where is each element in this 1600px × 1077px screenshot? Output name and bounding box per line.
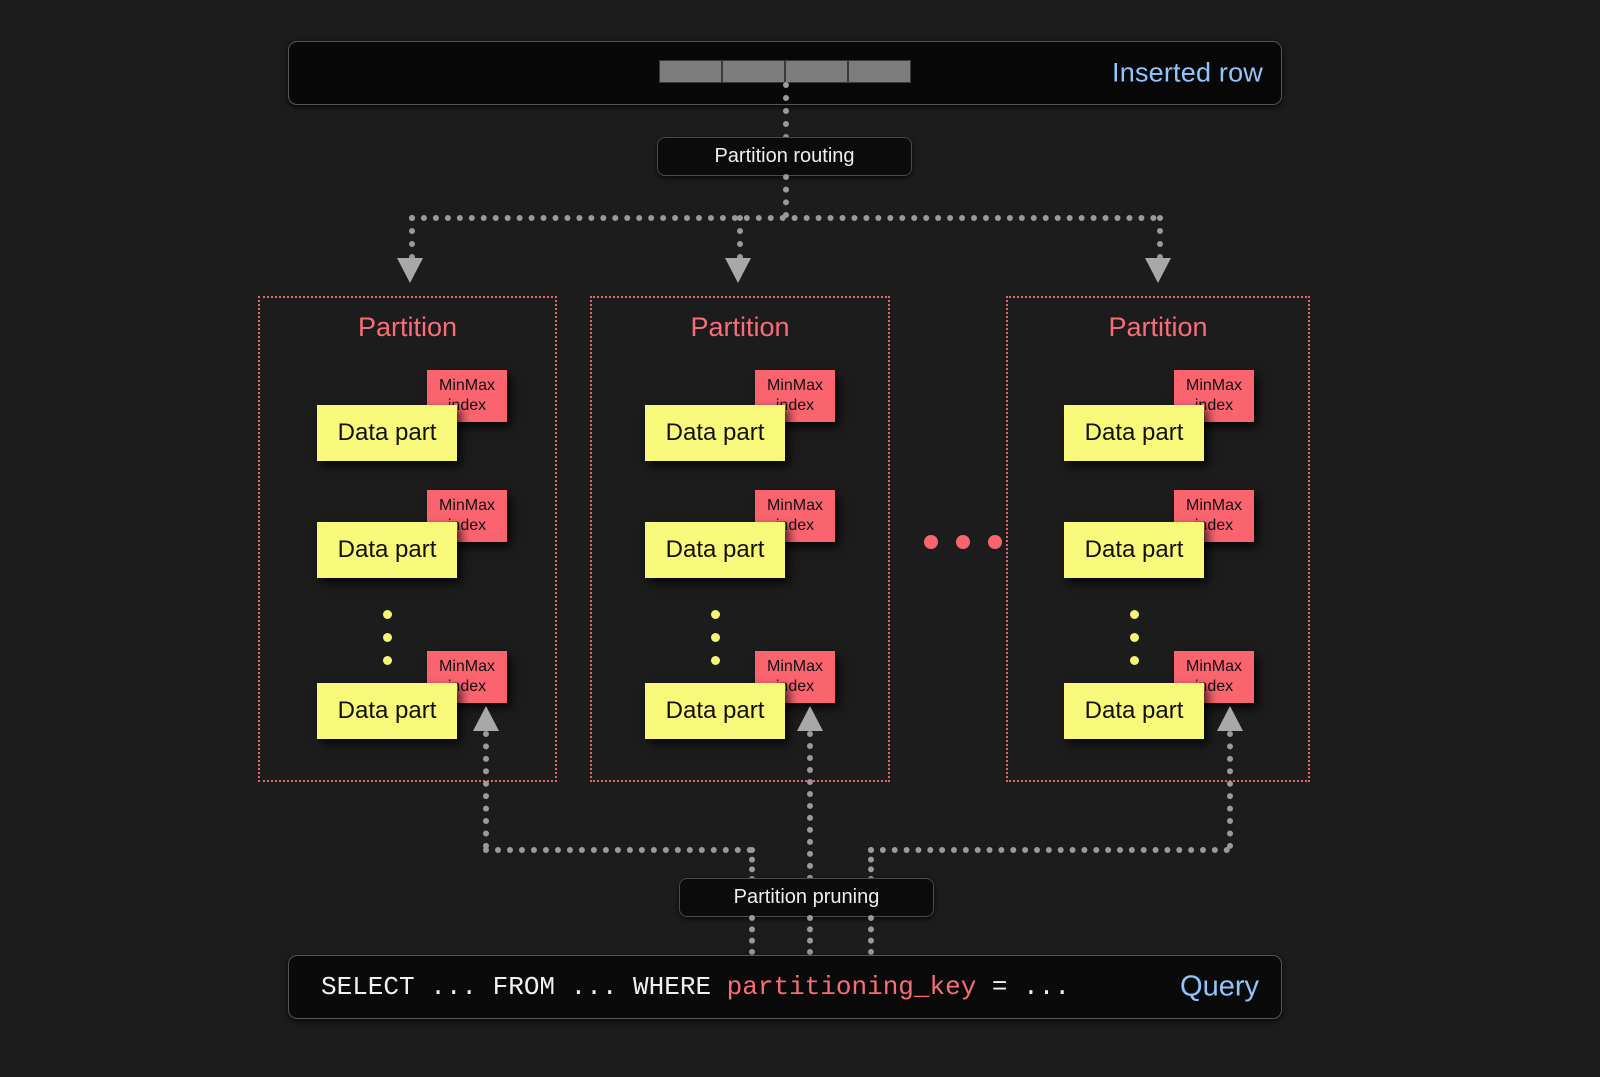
partition-routing-box[interactable]: Partition routing (657, 137, 912, 176)
minmax-index-label: MinMax index (1185, 497, 1242, 534)
arrowhead-from-partition-3 (1217, 706, 1243, 731)
ellipsis-dot (1130, 610, 1139, 619)
data-part-ellipsis (711, 610, 720, 679)
data-part-box: Data part (317, 683, 457, 739)
connector-prune-bus-right (868, 847, 1230, 853)
connector-partition1-up (483, 731, 489, 849)
minmax-index-label: MinMax index (1185, 377, 1242, 414)
minmax-index-label: MinMax index (1185, 658, 1242, 695)
connector-fanout-left (409, 215, 415, 260)
arrowhead-to-partition-3 (1145, 258, 1171, 283)
partition-box-3[interactable]: Partition MinMax index Data part MinMax … (1006, 296, 1310, 782)
ellipsis-dot (711, 610, 720, 619)
partition-pruning-label: Partition pruning (733, 886, 880, 908)
data-part-ellipsis (1130, 610, 1139, 679)
ellipsis-dot (711, 656, 720, 665)
minmax-index-label: MinMax index (766, 497, 823, 534)
minmax-index-label: MinMax index (438, 377, 495, 414)
sql-suffix: = ... (976, 972, 1070, 1002)
minmax-index-label: MinMax index (438, 658, 495, 695)
ellipsis-dot (924, 535, 938, 549)
connector-prune-right-down (868, 847, 874, 882)
row-cell (848, 60, 911, 83)
connector-fanout-mid (737, 215, 743, 260)
inserted-row-cells (659, 60, 911, 83)
data-part-box: Data part (1064, 405, 1204, 461)
partition-pruning-box[interactable]: Partition pruning (679, 878, 934, 917)
minmax-index-label: MinMax index (766, 377, 823, 414)
partition-title: Partition (1108, 312, 1208, 342)
inserted-row-label: Inserted row (1112, 57, 1263, 88)
sql-prefix: SELECT ... FROM ... WHERE (321, 972, 727, 1002)
connector-fanout-right (1157, 215, 1163, 260)
data-part-box: Data part (317, 405, 457, 461)
ellipsis-dot (383, 656, 392, 665)
data-part-ellipsis (383, 610, 392, 679)
connector-prune-left-down (749, 847, 755, 882)
connector-pruning-to-query-right (868, 915, 874, 955)
connector-pruning-to-query-left (749, 915, 755, 955)
connector-fanout-bus (409, 215, 1157, 221)
row-cell (785, 60, 848, 83)
query-label: Query (1180, 970, 1259, 1003)
partition-title: Partition (690, 312, 790, 342)
sql-partitioning-key: partitioning_key (726, 972, 977, 1002)
data-part-box: Data part (317, 522, 457, 578)
connector-prune-bus-left (483, 847, 753, 853)
arrowhead-from-partition-1 (473, 706, 499, 731)
ellipsis-dot (1130, 656, 1139, 665)
connector-pruning-to-query-mid (807, 915, 813, 955)
row-cell (659, 60, 722, 83)
ellipsis-dot (956, 535, 970, 549)
minmax-index-label: MinMax index (438, 497, 495, 534)
query-sql-text: SELECT ... FROM ... WHERE partitioning_k… (321, 972, 1070, 1002)
connector-routing-down (783, 174, 789, 218)
arrowhead-to-partition-1 (397, 258, 423, 283)
data-part-box: Data part (645, 522, 785, 578)
ellipsis-dot (383, 633, 392, 642)
connector-partition3-up (1227, 731, 1233, 849)
row-cell (722, 60, 785, 83)
data-part-box: Data part (1064, 522, 1204, 578)
partition-routing-label: Partition routing (714, 145, 855, 167)
partition-box-1[interactable]: Partition MinMax index Data part MinMax … (258, 296, 557, 782)
minmax-index-box: MinMax index (1174, 651, 1254, 703)
connector-partition2-up (807, 731, 813, 881)
data-part-box: Data part (1064, 683, 1204, 739)
partition-gap-ellipsis (924, 535, 1002, 549)
ellipsis-dot (383, 610, 392, 619)
query-bar[interactable]: SELECT ... FROM ... WHERE partitioning_k… (288, 955, 1282, 1019)
data-part-box: Data part (645, 683, 785, 739)
data-part-box: Data part (645, 405, 785, 461)
arrowhead-from-partition-2 (797, 706, 823, 731)
ellipsis-dot (1130, 633, 1139, 642)
arrowhead-to-partition-2 (725, 258, 751, 283)
partition-title: Partition (357, 312, 458, 342)
minmax-index-label: MinMax index (766, 658, 823, 695)
ellipsis-dot (988, 535, 1002, 549)
connector-row-to-routing (783, 82, 789, 140)
ellipsis-dot (711, 633, 720, 642)
partition-box-2[interactable]: Partition MinMax index Data part MinMax … (590, 296, 890, 782)
